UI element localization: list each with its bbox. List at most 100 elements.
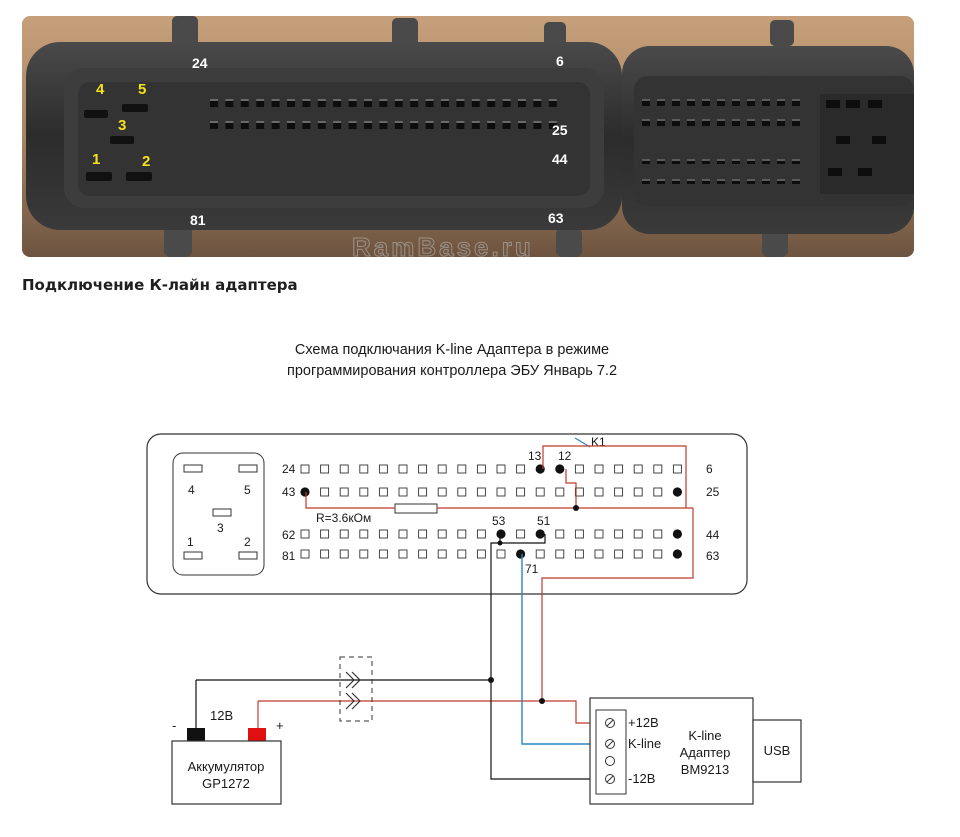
- ecu-pin: [516, 549, 526, 559]
- adapter-pin-kline: K-line: [628, 736, 661, 751]
- row-label-6: 6: [706, 462, 713, 476]
- battery-plus-label: +: [276, 718, 284, 733]
- pin-71-label: 71: [525, 562, 539, 576]
- ecu-pin: [555, 549, 565, 559]
- adapter-model: BM9213: [681, 762, 729, 777]
- row-label-43: 43: [282, 485, 296, 499]
- power-pin-1-label: 1: [187, 535, 194, 549]
- ecu-pin: [378, 549, 388, 559]
- photo-pin-3-label: 3: [118, 117, 126, 134]
- ecu-pin: [300, 529, 310, 539]
- black-wiring: [195, 534, 603, 780]
- ecu-pin: [555, 464, 565, 474]
- ecu-pin: [339, 529, 349, 539]
- ecu-pin: [398, 549, 408, 559]
- section-caption: Подключение К-лайн адаптера: [22, 276, 298, 294]
- adapter-name1: K-line: [688, 728, 721, 743]
- ecu-pin: [339, 464, 349, 474]
- battery-model: GP1272: [202, 776, 250, 791]
- ecu-pin: [633, 529, 643, 539]
- ecu-pin: [555, 487, 565, 497]
- ecu-pin: [398, 487, 408, 497]
- ecu-pin: [496, 529, 506, 539]
- adapter-pin-minus12: -12В: [628, 771, 655, 786]
- ecu-pin-grid: [300, 464, 683, 559]
- ecu-pin: [574, 529, 584, 539]
- ecu-pin: [339, 487, 349, 497]
- ecu-body-outline: [146, 433, 748, 595]
- power-pin-5-label: 5: [244, 483, 251, 497]
- ecu-pin: [398, 529, 408, 539]
- ecu-pin: [418, 464, 428, 474]
- plug-contacts: [345, 671, 361, 710]
- ecu-pin: [320, 549, 330, 559]
- schematic-title-line2: программирования контроллера ЭБУ Январь …: [287, 363, 617, 379]
- battery-name: Аккумулятор: [188, 759, 265, 774]
- ecu-pin: [672, 529, 683, 539]
- power-pin-4-label: 4: [188, 483, 195, 497]
- row-label-25: 25: [706, 485, 720, 499]
- adapter-pin-plus12: +12В: [628, 715, 659, 730]
- ecu-pin: [398, 464, 408, 474]
- ecu-power-block-outline: [172, 452, 265, 576]
- adapter-name2: Адаптер: [680, 745, 731, 760]
- photo-pin-81-label: 81: [190, 212, 206, 228]
- usb-box: [752, 719, 802, 783]
- ecu-pin: [633, 464, 643, 474]
- ecu-pin: [320, 464, 330, 474]
- ecu-pin: [320, 487, 330, 497]
- ecu-pin: [496, 549, 506, 559]
- ecu-pin: [300, 487, 310, 497]
- ecu-pin: [516, 487, 526, 497]
- ecu-pin: [476, 549, 486, 559]
- ecu-pin: [574, 549, 584, 559]
- photo-pin-5-label: 5: [138, 81, 146, 98]
- ecu-pin: [359, 487, 369, 497]
- ecu-pin: [378, 487, 388, 497]
- photo-watermark: RamBase.ru: [352, 232, 534, 257]
- ecu-pin: [476, 464, 486, 474]
- photo-pin-1-label: 1: [92, 151, 100, 168]
- ecu-pin: [614, 487, 624, 497]
- plug-connector: [339, 656, 373, 722]
- ecu-pin: [672, 549, 683, 559]
- pin-53-label: 53: [492, 514, 506, 528]
- photo-pin-44-label: 44: [552, 151, 568, 167]
- ecu-pin: [516, 464, 526, 474]
- row-label-44: 44: [706, 528, 720, 542]
- ecu-pin: [535, 487, 545, 497]
- battery-terminal-minus: [187, 728, 205, 741]
- photo-pin-4-label: 4: [96, 81, 105, 98]
- ecu-pin: [437, 549, 447, 559]
- ecu-pin: [672, 487, 683, 497]
- ecu-pin: [359, 549, 369, 559]
- photo-pin-24-label: 24: [192, 55, 208, 71]
- ecu-pin: [672, 464, 682, 474]
- ecu-pin: [476, 529, 486, 539]
- battery-terminal-plus: [248, 728, 266, 741]
- adapter-terminals: [605, 718, 615, 784]
- usb-label: USB: [764, 743, 791, 758]
- pin-51-label: 51: [537, 514, 551, 528]
- ecu-pin: [418, 487, 428, 497]
- ecu-pin: [418, 549, 428, 559]
- ecu-pin: [653, 529, 663, 539]
- relay-k1-label: K1: [591, 435, 606, 449]
- row-label-81: 81: [282, 549, 296, 563]
- ecu-pin: [437, 487, 447, 497]
- ecu-pin: [339, 549, 349, 559]
- ecu-pin: [633, 549, 643, 559]
- row-label-24: 24: [282, 462, 296, 476]
- ecu-pin: [516, 529, 526, 539]
- ecu-pin: [378, 529, 388, 539]
- ecu-pin: [614, 464, 624, 474]
- power-pin-3-label: 3: [217, 521, 224, 535]
- ecu-pin: [496, 464, 506, 474]
- pin-12-label: 12: [558, 449, 572, 463]
- photo-pin-63-label: 63: [548, 210, 564, 226]
- ecu-pin: [300, 549, 310, 559]
- ecu-pin: [359, 529, 369, 539]
- ecu-pin: [535, 549, 545, 559]
- ecu-pin: [437, 529, 447, 539]
- ecu-pin: [653, 487, 663, 497]
